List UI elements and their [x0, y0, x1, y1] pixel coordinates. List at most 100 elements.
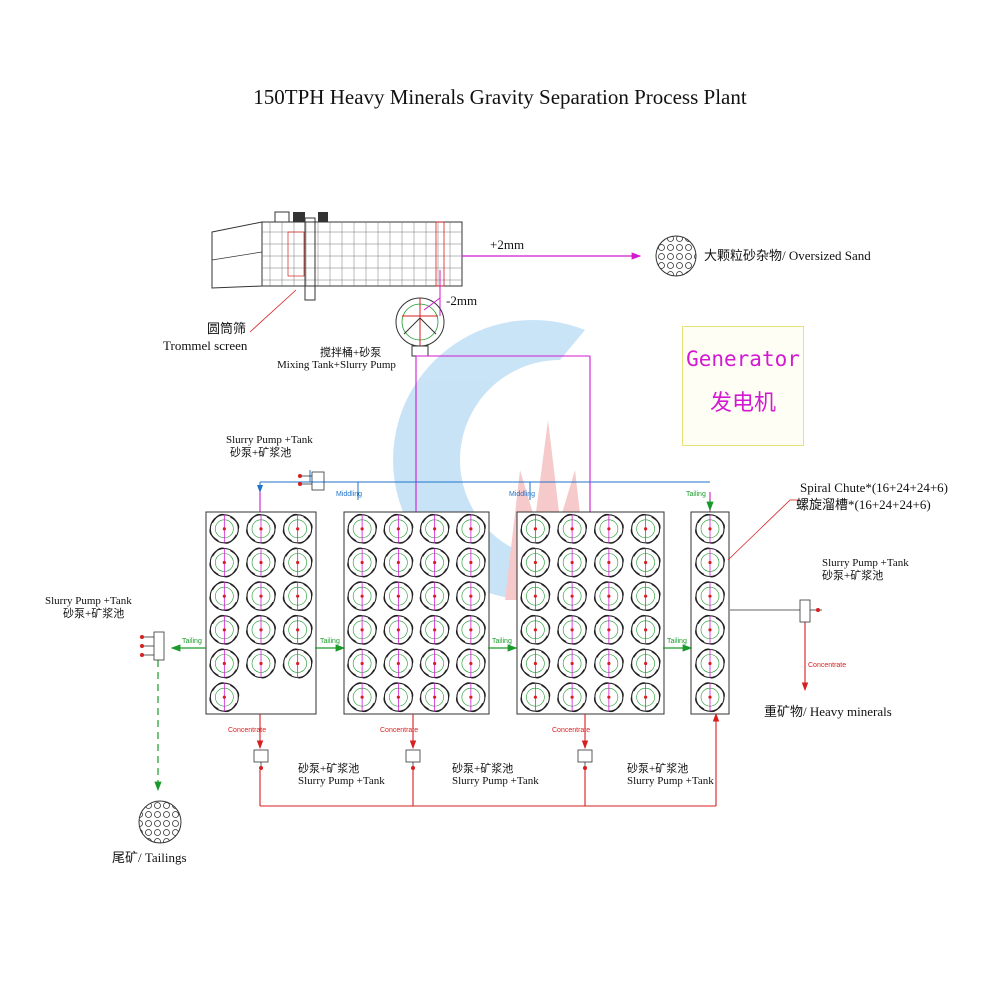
pump-top-label-zh: 砂泵+矿浆池 [230, 447, 292, 459]
spiral-chute-icon [520, 513, 551, 544]
spiral-chute-icon [593, 648, 624, 679]
spiral-chute-icon [246, 614, 276, 645]
mixing-tank-label-en: Mixing Tank+Slurry Pump [277, 359, 396, 371]
tailings-label: 尾矿/ Tailings [112, 850, 187, 865]
generator-box: Generator 发电机 [682, 326, 804, 446]
spiral-chute-icon [419, 614, 450, 645]
spiral-chute-icon [246, 513, 276, 544]
spiral-chute-icon [383, 648, 414, 679]
spiral-chute-icon [282, 614, 313, 645]
oversized-sand-icon [655, 235, 697, 277]
trommel-label-zh: 圆筒筛 [207, 321, 247, 336]
spiral-chute-icon [593, 614, 624, 645]
spiral-chute-icon [695, 513, 725, 544]
spiral-chute-icon [520, 614, 551, 645]
spiral-chute-icon [246, 547, 276, 578]
pump-right-label-zh: 砂泵+矿浆池 [822, 570, 884, 582]
bottom-pump-3-label-en: Slurry Pump +Tank [627, 775, 714, 787]
spiral-chute-icon [209, 648, 240, 679]
tailing-label-3: Tailing [492, 638, 512, 645]
spiral-chute-icon [209, 513, 240, 544]
spiral-chute-icon [520, 648, 551, 679]
spiral-chute-icon [630, 581, 661, 612]
middling-label-2: Middling [509, 491, 536, 498]
spiral-chute-icon [630, 513, 661, 544]
spiral-chute-icon [455, 648, 486, 679]
spiral-chute-icon [455, 547, 486, 578]
spiral-chute-icon [630, 648, 661, 679]
spiral-chute-icon [455, 581, 486, 612]
spiral-chute-icon [347, 581, 378, 612]
leader-lines [249, 289, 800, 561]
spiral-chute-icon [383, 682, 414, 713]
spiral-chute-icon [557, 513, 588, 544]
spiral-chute-icon [695, 648, 725, 679]
spiral-chute-icon [282, 581, 313, 612]
oversized-sand-label: 大颗粒砂杂物/ Oversized Sand [704, 248, 871, 263]
middling-label-1: Middling [336, 491, 363, 498]
bottom-pump-3-label-zh: 砂泵+矿浆池 [627, 763, 689, 775]
bottom-pump-1-label-zh: 砂泵+矿浆池 [298, 763, 360, 775]
spiral-chute-icon [419, 513, 450, 544]
spiral-chute-icon [383, 513, 414, 544]
spiral-chute-icon [695, 581, 725, 612]
generator-label-en: Generator [686, 347, 800, 371]
spiral-chute-icon [630, 614, 661, 645]
concentrate-lines [256, 622, 809, 807]
pump-right-icon [799, 599, 822, 623]
undersize-cut-label: -2mm [446, 293, 478, 308]
spiral-chute-icon [347, 614, 378, 645]
trommel-label-en: Trommel screen [163, 338, 248, 353]
bottom-pump-2-label-en: Slurry Pump +Tank [452, 775, 539, 787]
spiral-chute-icon [419, 581, 450, 612]
spiral-chute-icon [282, 547, 313, 578]
tailing-lines [154, 500, 714, 792]
spiral-chute-icon [593, 513, 624, 544]
pump-left-label-en: Slurry Pump +Tank [45, 595, 132, 607]
spiral-chute-icon [419, 648, 450, 679]
mixing-tank-icon [395, 297, 445, 357]
spiral-chute-icon [557, 581, 588, 612]
spiral-chute-label-zh: 螺旋溜槽*(16+24+24+6) [796, 497, 931, 512]
spiral-bank-1 [205, 511, 317, 715]
heavy-minerals-label: 重矿物/ Heavy minerals [764, 704, 892, 719]
pump-top-icon [298, 471, 325, 491]
bottom-pump-2-label-zh: 砂泵+矿浆池 [452, 763, 514, 775]
page-title: 150TPH Heavy Minerals Gravity Separation… [253, 85, 747, 109]
spiral-bank-2 [343, 511, 490, 715]
spiral-chute-icon [419, 682, 450, 713]
spiral-chute-icon [246, 648, 276, 679]
pump-left-label-zh: 砂泵+矿浆池 [63, 608, 125, 620]
spiral-chute-icon [282, 513, 313, 544]
spiral-chute-icon [455, 513, 486, 544]
spiral-chute-icon [630, 547, 661, 578]
spiral-chute-icon [593, 682, 624, 713]
mixing-tank-label-zh: 搅拌桶+砂泵 [320, 347, 382, 359]
spiral-chute-icon [347, 648, 378, 679]
spiral-chute-icon [383, 614, 414, 645]
spiral-chute-icon [557, 682, 588, 713]
concentrate-label-3: Concentrate [552, 727, 591, 734]
oversize-cut-label: +2mm [490, 237, 525, 252]
generator-label-zh: 发电机 [709, 391, 776, 416]
concentrate-label-4: Concentrate [808, 662, 847, 669]
spiral-chute-icon [557, 547, 588, 578]
bottom-pump-1-label-en: Slurry Pump +Tank [298, 775, 385, 787]
spiral-banks [205, 511, 730, 715]
spiral-chute-icon [520, 682, 551, 713]
spiral-chute-icon [383, 547, 414, 578]
spiral-chute-icon [282, 648, 313, 679]
pump-left-icon [140, 631, 165, 661]
pump-right-label-en: Slurry Pump +Tank [822, 557, 909, 569]
spiral-chute-icon [347, 682, 378, 713]
spiral-chute-icon [593, 581, 624, 612]
tailing-label-4: Tailing [667, 638, 687, 645]
spiral-chute-icon [347, 547, 378, 578]
tailing-label-2: Tailing [320, 638, 340, 645]
spiral-chute-icon [630, 682, 661, 713]
spiral-chute-icon [593, 547, 624, 578]
concentrate-label-1: Concentrate [228, 727, 267, 734]
bottom-pump-icons [253, 749, 593, 770]
spiral-chute-icon [383, 581, 414, 612]
